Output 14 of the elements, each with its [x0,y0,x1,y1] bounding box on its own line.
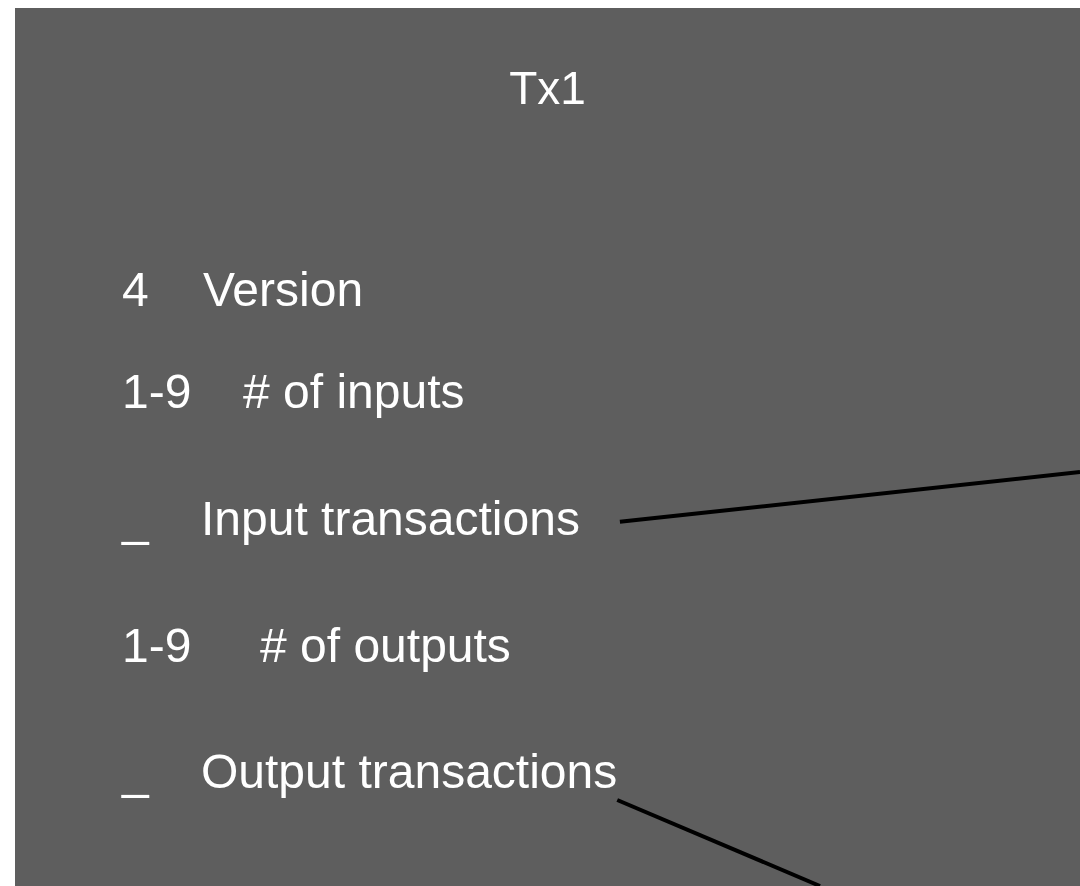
panel-background [15,8,1080,886]
field-label: 1-9 [122,618,192,674]
field-label: _ [122,491,149,547]
connector-line [616,798,821,886]
field-label: # of outputs [260,618,511,674]
panel-title: Tx1 [508,61,587,116]
field-label: Output transactions [201,744,618,800]
field-label: # of inputs [243,364,465,420]
field-label: _ [122,744,149,800]
field-label: 4 [122,262,149,318]
field-label: Input transactions [201,491,580,547]
field-label: Version [203,262,364,318]
field-label: 1-9 [122,364,192,420]
connector-line [619,470,1080,524]
